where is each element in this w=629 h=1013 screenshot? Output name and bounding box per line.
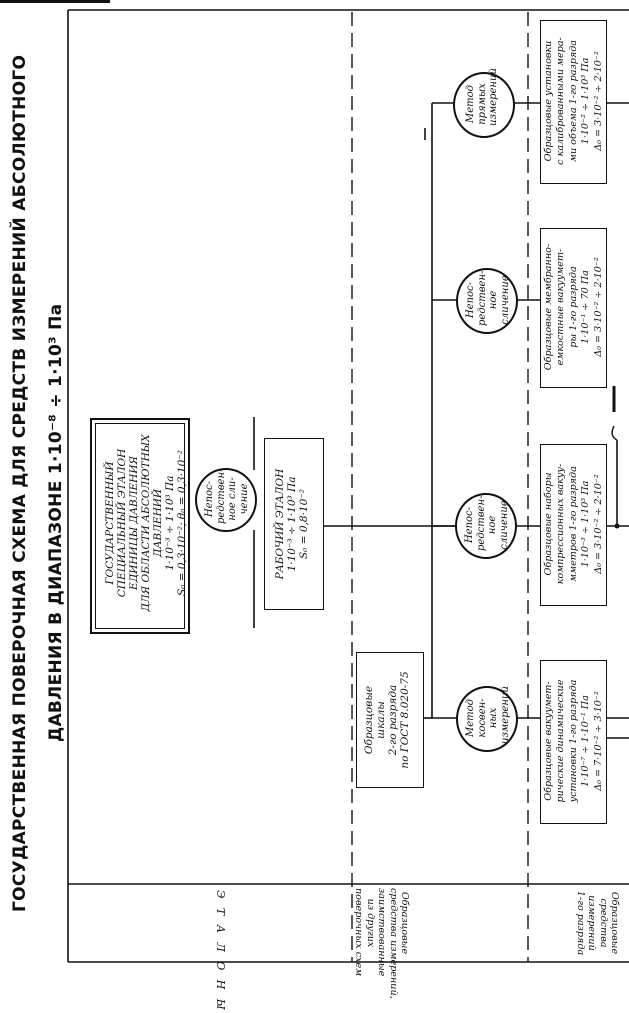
method-direct-comparison-2: Непос- редствен- ное сличение: [456, 268, 518, 334]
row-label-text: измерений: [586, 895, 598, 951]
row-label-etalons-text: Э Т А Л О Н Ы: [214, 890, 227, 1013]
cat1-text: мметров 1-го разряда: [567, 466, 579, 582]
row-label-borrowed: Образцовые средства измерений, заимствов…: [353, 888, 410, 999]
borrowed-line-3: 2-го разряда: [387, 684, 399, 756]
cat1-text: рические динамические: [555, 679, 567, 803]
method-text: редствен-: [476, 270, 488, 326]
cat1-box-membrane-capacitive: Образцовые мембранно- емкостные вакуумет…: [540, 228, 607, 388]
method-text: прямых: [476, 83, 488, 125]
cat1-text: Δ₀ = 3·10⁻² ÷ 2·10⁻²: [592, 474, 604, 574]
cat1-box-compression-sets: Образцовые наборы компрессионных вакуу- …: [540, 444, 607, 606]
state-etalon-line-5: ДАВЛЕНИЙ: [152, 488, 164, 558]
state-etalon-line-4: ДЛЯ ОБЛАСТИ АБСОЛЮТНЫХ: [140, 434, 152, 612]
working-etalon-box: РАБОЧИЙ ЭТАЛОН 1·10⁻³ ÷ 1·10³ Па S₀ = 0,…: [264, 438, 324, 610]
state-etalon-line-2: СПЕЦИАЛЬНЫЙ ЭТАЛОН: [116, 448, 128, 598]
method-text: ное: [487, 515, 498, 535]
borrowed-line-4: по ГОСТ 8.020-75: [399, 671, 411, 769]
cat1-text: Образцовые вакуумет-: [543, 681, 554, 801]
row-label-etalons: Э Т А Л О Н Ы: [214, 890, 227, 1013]
method-text: сличение: [499, 275, 511, 325]
cat1-text: с калиброванными мера-: [555, 37, 567, 165]
method-indirect-measurements: Метод косвен- ных измерений: [456, 686, 518, 752]
row-label-text: средства измерений,: [387, 888, 399, 999]
cat1-text: Δ₀ = 7·10⁻² ÷ 3·10⁻²: [592, 691, 604, 791]
cat1-text: 1·10⁻⁷ ÷ 1·10⁻¹ Па: [580, 695, 592, 787]
method-text: Непос-: [465, 281, 476, 319]
row-label-category-1: Образцовые средства измерений 1-го разря…: [574, 888, 620, 958]
cat1-text: компрессионных вакуу-: [555, 463, 567, 585]
method-text: Непос-: [204, 480, 215, 518]
method-text: Метод: [465, 699, 476, 737]
state-etalon-line-7: S₀ = 0,3·10⁻²; θ₀ = 0,3·10⁻²: [176, 449, 188, 597]
borrowed-scales-box: Образцовые шкалы 2-го разряда по ГОСТ 8.…: [356, 652, 424, 788]
borrowed-line-2: шкалы: [375, 701, 387, 739]
cat1-text: Δ₀ = 3·10⁻² ÷ 2·10⁻²: [592, 51, 604, 151]
working-etalon-line-3: S₀ = 0,8·10⁻²: [298, 488, 310, 560]
state-etalon-line-6: 1·10⁻³ ÷ 1·10³ Па: [164, 475, 176, 571]
cat1-text: 1·10⁻¹ ÷ 70 Па: [580, 270, 592, 344]
cat1-box-calibrated-volume: Образцовые установки с калиброванными ме…: [540, 20, 607, 184]
cat1-box-vacuum-dynamic: Образцовые вакуумет- рические динамическ…: [540, 660, 607, 824]
method-text: Непос-: [464, 506, 475, 544]
row-label-text: заимствованные: [376, 888, 388, 977]
method-text: Метод: [465, 85, 476, 123]
method-text: чение: [238, 483, 250, 515]
cat1-text: 1·10⁻³ ÷ 1·10³ Па: [580, 480, 592, 568]
method-direct-measurements: Метод прямых измерений: [453, 68, 515, 138]
row-label-text: средства: [597, 898, 609, 948]
state-etalon-line-3: ЕДИНИЦЫ ДАВЛЕНИЯ: [128, 456, 140, 590]
method-direct-comparison-1: Непос- редствен- ное сличение: [455, 493, 517, 559]
cat1-text: Образцовые наборы: [543, 472, 554, 576]
state-etalon-box: ГОСУДАРСТВЕННЫЙ СПЕЦИАЛЬНЫЙ ЭТАЛОН ЕДИНИ…: [90, 418, 190, 634]
method-text: измерений: [488, 68, 499, 126]
scan-artifact-line: [0, 0, 110, 3]
method-text: измерений: [499, 686, 511, 744]
cat1-text: Δ₀ = 3·10⁻² ÷ 2·10⁻²: [592, 257, 604, 357]
row-label-text: 1-го разряда: [574, 890, 586, 956]
cat1-text: Образцовые установки: [543, 40, 554, 162]
row-label-text: Образцовые: [399, 891, 410, 955]
borrowed-line-1: Образцовые: [363, 685, 375, 755]
scheme-lines: [67, 9, 629, 963]
method-text: ное сли-: [227, 477, 238, 521]
cat1-text: установки 1-го разряда: [567, 679, 579, 803]
working-etalon-line-1: РАБОЧИЙ ЭТАЛОН: [274, 468, 286, 580]
cat1-text: ми объема 1-го разряда: [567, 39, 579, 163]
cat1-text: ры 1-го разряда: [567, 266, 579, 348]
method-text: редствен-: [215, 468, 227, 524]
method-direct-comparison-top: Непос- редствен- ное сли- чение: [195, 468, 257, 532]
method-text: ных: [488, 707, 499, 729]
method-text: редствен-: [475, 495, 487, 551]
cat1-text: Образцовые мембранно-: [543, 243, 554, 371]
row-label-text: Образцовые: [609, 891, 620, 955]
state-etalon-line-1: ГОСУДАРСТВЕННЫЙ: [104, 461, 116, 585]
row-label-text: из других: [364, 898, 376, 948]
method-text: сличение: [498, 500, 510, 550]
working-etalon-line-2: 1·10⁻³ ÷ 1·10³ Па: [286, 476, 298, 572]
row-label-text: поверочных схем: [353, 888, 365, 977]
cat1-text: 1·10⁻² ÷ 1·10³ Па: [580, 57, 592, 145]
method-text: ное: [488, 290, 499, 310]
cat1-text: емкостные вакуумет-: [555, 248, 567, 366]
method-text: косвен-: [476, 698, 488, 738]
